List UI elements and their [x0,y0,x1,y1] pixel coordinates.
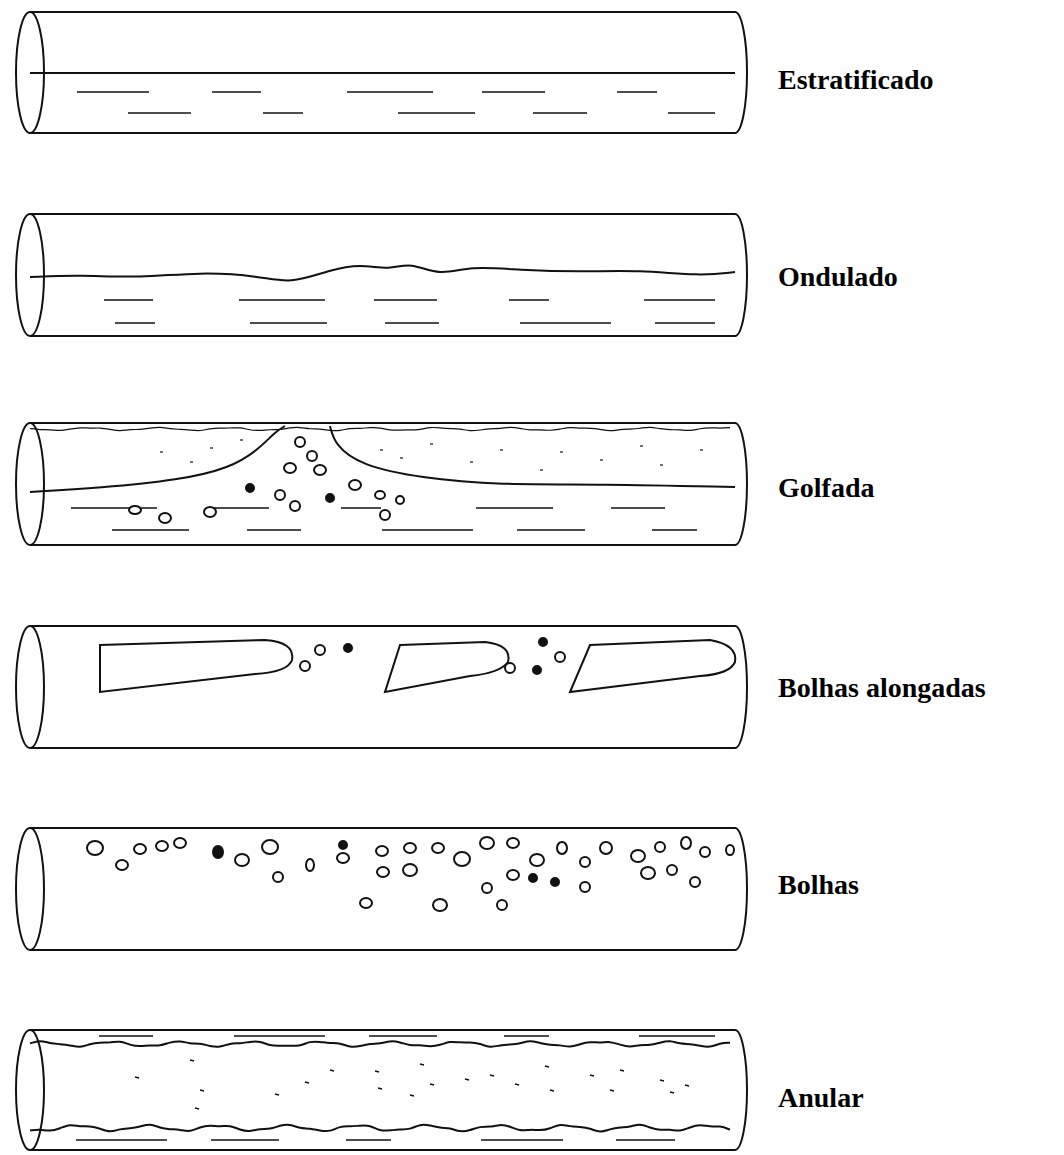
flow-regime-label: Anular [778,1081,864,1115]
pipe-outline [16,214,747,336]
flow-regime-label: Bolhas [778,868,859,902]
pipe-outline [16,12,747,133]
liquid-hatch [76,1139,675,1141]
liquid-hatch [112,529,697,531]
dispersed-bubbles [87,837,734,911]
flow-regime-label: Bolhas alongadas [778,671,986,705]
flow-regime-label: Ondulado [778,260,898,294]
pipe-outline [16,423,747,545]
droplet-mist [135,1060,689,1109]
wavy-interface [30,265,735,280]
small-bubbles [300,638,565,674]
pipe-outline [16,1030,747,1150]
slug-gas-pocket [30,426,735,492]
stratified-interface [30,72,735,74]
liquid-hatch [128,112,715,114]
liquid-hatch [71,507,665,509]
pipe-outline [16,828,747,950]
liquid-hatch [99,1035,715,1037]
flow-regime-label: Estratificado [778,63,934,97]
liquid-hatch [77,91,657,93]
liquid-hatch [115,322,715,324]
slug-bubbles [129,437,404,523]
gas-droplets [160,440,703,470]
annular-film [30,1041,730,1131]
liquid-hatch [104,299,715,301]
flow-regime-label: Golfada [778,471,874,505]
pipe-outline [16,626,747,748]
elongated-bubbles [100,640,735,692]
